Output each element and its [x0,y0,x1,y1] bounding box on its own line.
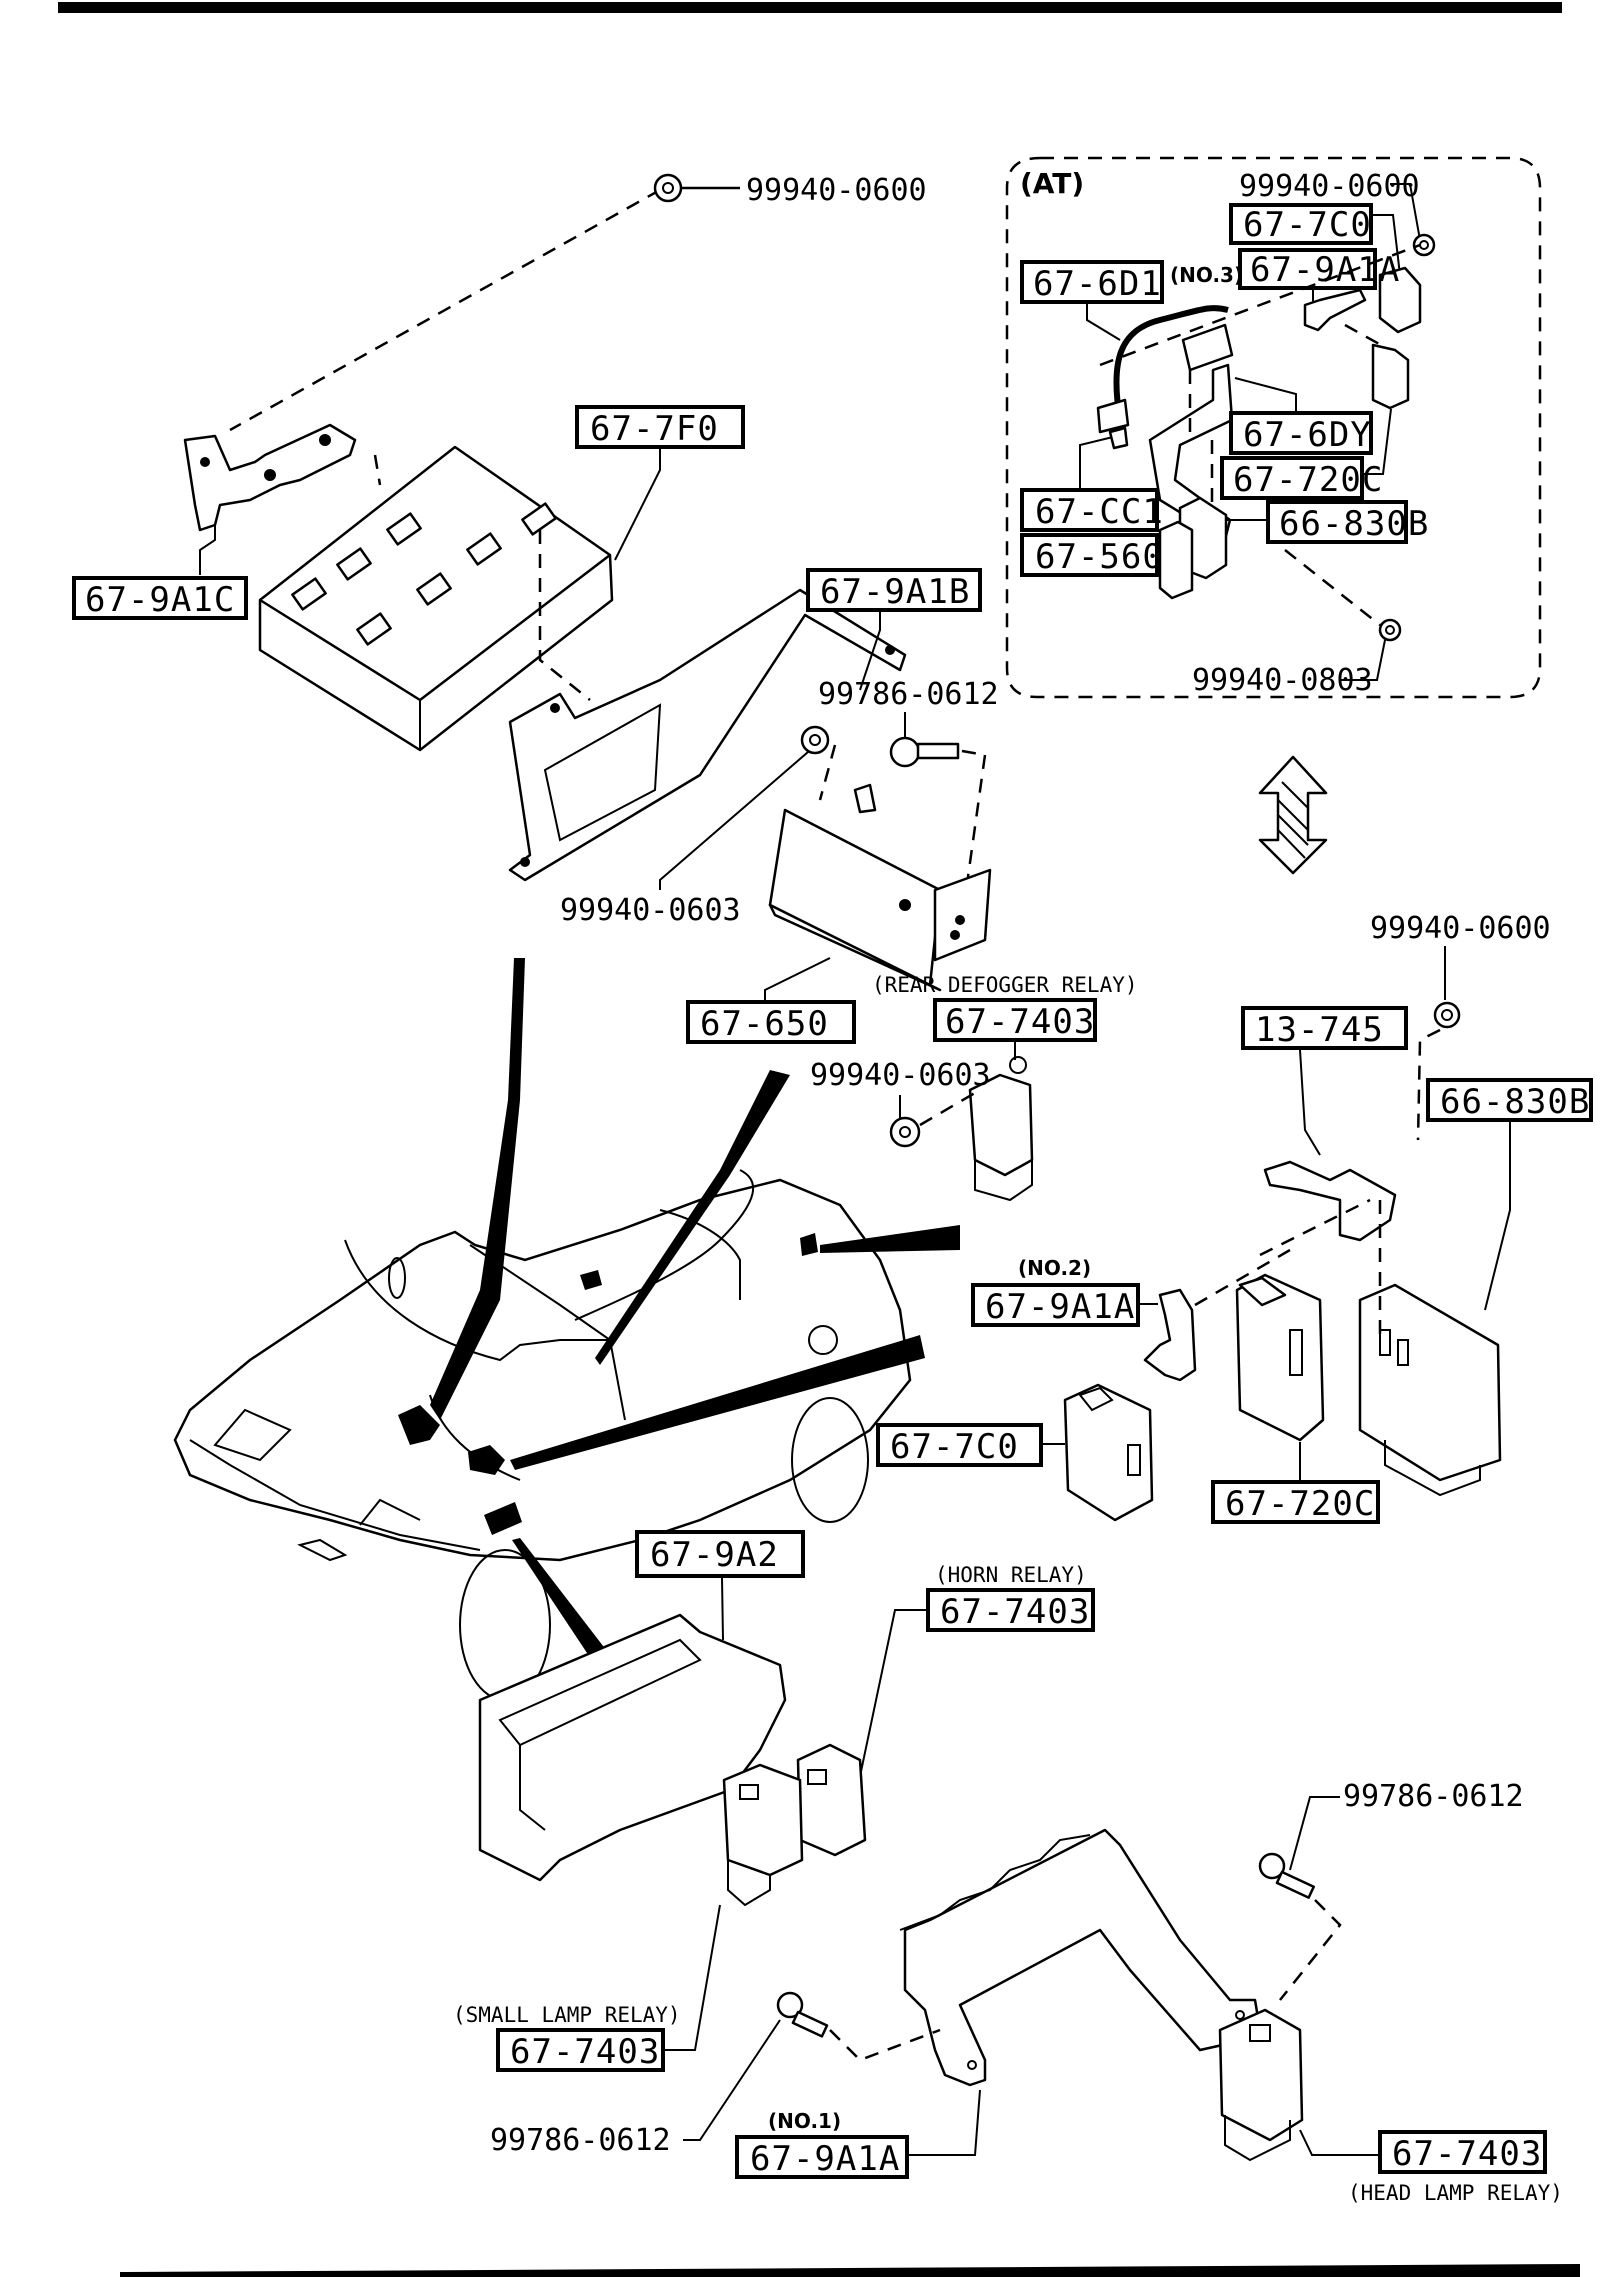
bracket-icon [1143,1288,1197,1382]
bracket-9a1a-no2-box [971,1283,1140,1327]
fuse-block-label: 67-7F0 [590,409,719,449]
pointer-wedge [512,1538,610,1665]
nut-top-label: 99940-0600 [746,173,927,208]
relay-icon [722,1743,867,1907]
module-icon [768,783,992,992]
relay-icon [1218,2008,1304,2162]
pointer-wedge [820,1225,960,1253]
bracket-13-745-box [1241,1006,1408,1050]
bracket-9a1a-no2-label: 67-9A1A [985,1287,1135,1327]
head-lamp-relay-box [1378,2130,1547,2174]
at-inset-label: (AT) [1020,167,1084,200]
horn-relay-label: 67-7403 [940,1592,1090,1632]
at-830b-label: 66-830B [1279,504,1429,544]
rear-defogger-box [933,998,1097,1042]
cover-9a2-label: 67-9A2 [650,1535,779,1575]
bracket-13-745-label: 13-745 [1255,1010,1384,1050]
pointer-wedge [510,1335,925,1470]
module-650-label: 67-650 [700,1004,829,1044]
relay-icon [1158,520,1194,600]
at-7c0-label: 67-7C0 [1243,205,1372,245]
relay-icon [1358,1283,1502,1482]
at-9a1a-note: (NO.3) [1170,263,1243,287]
bolt-icon [1258,1852,1315,1899]
swap-arrow-icon [1258,755,1328,875]
bolt-icon [776,1991,829,2038]
bolt-mid-label: 99786-0612 [818,677,999,712]
pointer-wedge [595,1070,790,1365]
unit-720c-box [1211,1480,1380,1524]
unit-720c-label: 67-720C [1225,1484,1375,1524]
at-7c0-box [1229,203,1373,245]
bolt-bottom-label: 99786-0612 [490,2123,671,2158]
small-lamp-relay-note: (SMALL LAMP RELAY) [453,2003,681,2027]
vehicle-outline-icon [173,1169,912,1701]
small-lamp-relay-label: 67-7403 [510,2032,660,2072]
bracket-icon [903,1828,1262,2087]
at-6d1-label: 67-6D1 [1033,264,1162,304]
module-650-box [686,1000,856,1044]
bracket-9a1b-label: 67-9A1B [820,572,970,612]
horn-relay-box [926,1588,1095,1632]
at-9a1a-label: 67-9A1A [1250,250,1400,290]
nut-mid-label: 99940-0603 [560,893,741,928]
nut-icon [1412,233,1436,257]
relay-7c0-box [876,1423,1043,1467]
nut-defogger-label: 99940-0603 [810,1058,991,1093]
head-lamp-relay-note: (HEAD LAMP RELAY) [1348,2181,1563,2205]
bracket-9a1c-label: 67-9A1C [85,580,235,620]
at-nut-top-label: 99940-0600 [1239,169,1420,204]
bracket-9a1a-no1-note: (NO.1) [768,2109,841,2133]
bracket-icon [1263,1160,1397,1242]
rear-defogger-note: (REAR DEFOGGER RELAY) [872,973,1138,997]
at-6dy-box [1229,411,1373,455]
relay-7c0-label: 67-7C0 [890,1427,1019,1467]
rear-defogger-label: 67-7403 [945,1002,1095,1042]
relay-icon [1235,1273,1325,1442]
bracket-9a1a-no1-box [735,2135,909,2179]
relay-icon [1378,266,1422,334]
bracket-icon [1303,288,1367,332]
at-830b-box [1266,500,1408,544]
relay-icon [1371,343,1410,410]
cover-9a2-box [635,1530,805,1578]
top-rule [58,2,1562,13]
at-6d1-box [1020,260,1164,304]
at-cc1-label: 67-CC1 [1035,492,1164,532]
bracket-icon [508,588,907,882]
bolt-icon [889,736,960,768]
unit-830b-box [1426,1078,1593,1122]
unit-830b-label: 66-830B [1440,1082,1590,1122]
fuse-block-box [575,405,745,449]
bottom-rule [120,2264,1580,2277]
small-lamp-relay-box [496,2028,665,2072]
at-6dy-label: 67-6DY [1243,415,1372,455]
at-720c-label: 67-720C [1233,460,1383,500]
bracket-9a1b-box [806,568,982,612]
bolt-right-label: 99786-0612 [1343,1779,1524,1814]
connector-icon [1108,426,1129,450]
nut-icon [1433,1001,1461,1029]
bracket-9a1a-no1-label: 67-9A1A [750,2139,900,2179]
at-560b-box [1020,533,1159,577]
relay-icon [1063,1383,1154,1522]
nut-icon [800,725,830,755]
head-lamp-relay-label: 67-7403 [1392,2134,1542,2174]
horn-relay-note: (HORN RELAY) [935,1563,1087,1587]
at-cc1-box [1020,488,1159,532]
at-720c-box [1220,456,1364,500]
nut-icon [889,1116,921,1148]
nut-right-label: 99940-0600 [1370,911,1551,946]
bracket-9a1a-no2-note: (NO.2) [1018,1256,1091,1280]
fuse-block-icon [258,445,614,752]
at-9a1a-box [1238,248,1377,290]
at-inset: (AT) 99940-0600 67-7C0 (NO.3) 67-9A1A 67… [1005,156,1542,699]
nut-icon [1378,618,1402,642]
nut-icon [653,173,683,203]
bracket-9a1c-box [72,576,248,620]
at-inset-frame [1005,156,1542,699]
pointer-wedge [430,958,525,1420]
harness-icon [1113,305,1229,421]
